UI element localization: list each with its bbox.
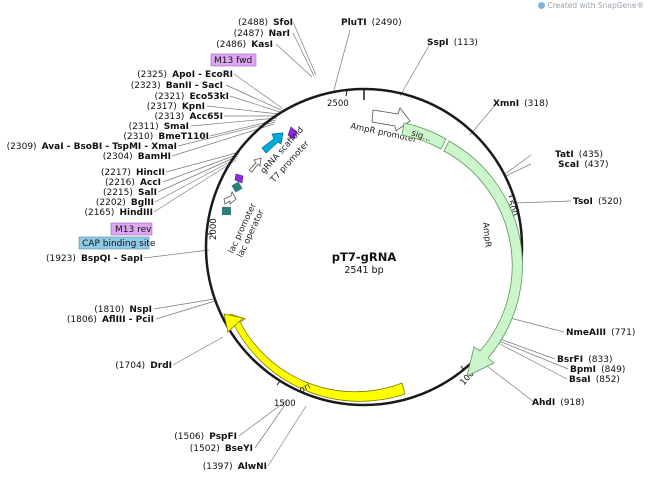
tick-label-1500: 1500 xyxy=(274,399,296,409)
m13-fwd-label: M13 fwd xyxy=(214,56,252,66)
site-bpmi: BpmI (849) xyxy=(570,357,625,376)
ori-arrow xyxy=(225,313,406,402)
m13-rev-box xyxy=(110,222,153,236)
site-kasi: (2486) KasI xyxy=(216,32,273,51)
ampr-promoter-arrow xyxy=(371,107,411,132)
site-afliii-pcii: (1806) AflIII - PciI xyxy=(67,307,154,326)
site-bmet110i: (2310) BmeT110I xyxy=(123,124,209,143)
plasmid-name: pT7-gRNA xyxy=(332,250,397,264)
t7-promoter-arrow xyxy=(248,157,262,173)
ruler-ticks xyxy=(207,90,515,386)
site-sali: (2215) SalI xyxy=(103,180,157,199)
site-xmni: XmnI (318) xyxy=(493,91,548,110)
site-acc65i: (2313) Acc65I xyxy=(154,104,223,123)
site-hindiii: (2165) HindIII xyxy=(84,200,153,219)
site-eco53ki: (2321) Eco53kI xyxy=(154,84,229,103)
site-bseyi: (1502) BseYI xyxy=(190,436,253,455)
snapgene-logo-icon xyxy=(538,2,546,9)
restriction-sites-right: PluTI (2490) SspI (113) XmnI (318) TatI … xyxy=(341,10,635,409)
site-nspi: (1810) NspI xyxy=(94,297,152,316)
plasmid-length: 2541 bp xyxy=(344,265,383,276)
site-nmeaiii: NmeAIII (771) xyxy=(566,320,635,339)
site-scai: ScaI (437) xyxy=(558,152,609,171)
cap-binding-site-box xyxy=(78,236,150,250)
site-apoi-ecori: (2325) ApoI - EcoRI xyxy=(137,62,233,81)
site-bsrfi: BsrFI (833) xyxy=(557,347,612,366)
lac-operator-box xyxy=(231,181,243,193)
cap-binding-site-label: CAP binding site xyxy=(82,239,156,249)
site-alwni: (1397) AlwNI xyxy=(203,454,267,473)
site-smai: (2311) SmaI xyxy=(129,114,189,133)
lac-promoter-arrow xyxy=(223,190,237,205)
restriction-sites-left: (2488) SfoI (2487) NarI (2486) KasI (232… xyxy=(7,10,293,473)
ampr-cds-arrow xyxy=(443,140,523,377)
watermark-text: Created with SnapGene® xyxy=(547,1,644,10)
site-sfoi: (2488) SfoI xyxy=(238,10,293,29)
m13-rev-label: M13 rev xyxy=(115,225,152,235)
signal-sequence-arrow xyxy=(401,122,447,150)
site-bsai: BsaI (852) xyxy=(569,367,620,386)
lac-side-marker xyxy=(234,173,244,184)
scaffold-terminal-marker xyxy=(287,126,298,140)
site-bspqi-sapi: (1923) BspQI - SapI xyxy=(46,246,143,265)
site-sspi: SspI (113) xyxy=(427,30,478,49)
site-acci: (2216) AccI xyxy=(105,170,161,189)
site-tati: TatI (435) xyxy=(555,142,603,161)
ori-label: ori xyxy=(298,381,312,395)
ori-arrow-head xyxy=(223,313,244,333)
site-drdi: (1704) DrdI xyxy=(115,353,172,372)
tick-label-2500: 2500 xyxy=(327,99,349,109)
site-pspfi: (1506) PspFI xyxy=(174,424,237,443)
ampr-label: AmpR xyxy=(480,222,493,248)
site-avai: (2309) AvaI - BsoBI - TspMI - XmaI xyxy=(7,134,177,153)
site-hincii: (2217) HincII xyxy=(101,160,165,179)
site-bamhi: (2304) BamHI xyxy=(103,144,171,163)
site-ahdi: AhdI (918) xyxy=(532,390,584,409)
snapgene-watermark: Created with SnapGene® xyxy=(538,1,644,10)
site-kpni: (2317) KpnI xyxy=(147,94,205,113)
site-nari: (2487) NarI xyxy=(234,21,290,40)
site-banii-saci: (2323) BanII - SacI xyxy=(131,73,223,92)
tick-label-2000: 2000 xyxy=(209,218,219,240)
site-pluti: PluTI (2490) xyxy=(341,10,402,29)
cap-site-marker xyxy=(222,207,231,215)
m13-fwd-box xyxy=(210,53,257,67)
site-bglii: (2202) BglII xyxy=(96,190,154,209)
site-tsoi: TsoI (520) xyxy=(573,189,622,208)
grna-scaffold-arrow xyxy=(261,132,284,154)
